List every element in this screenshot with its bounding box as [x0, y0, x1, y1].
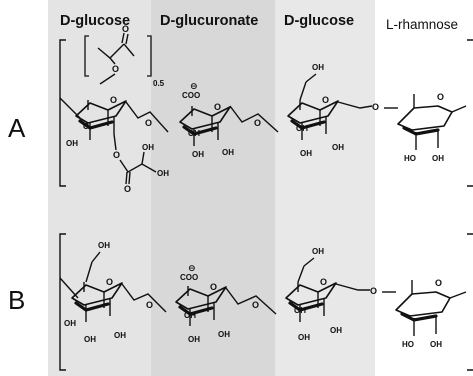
glucose-2b-oh-1: OH: [294, 306, 306, 315]
acetyl-ester-o: O: [112, 64, 119, 74]
header-l-rhamnose: L-rhamnose: [386, 17, 459, 32]
glucuronate-ring-b: [174, 284, 228, 328]
glyceryl-o: O: [113, 150, 120, 160]
panel-d-glucose: [48, 0, 151, 376]
glucose-1-ring-b: [70, 280, 124, 324]
glucose-2-oh-6: OH: [312, 63, 324, 72]
glucuronate-oh-2: OH: [222, 148, 234, 157]
rhamnose-b-oh: OH: [430, 340, 442, 349]
glucose-1b-oh-6: OH: [98, 241, 110, 250]
panel-d-glucose-2: [275, 0, 375, 376]
header-d-glucose: D-glucose: [60, 13, 131, 29]
rhamnose-oh: OH: [432, 154, 444, 163]
rhamnose-ring-o: O: [437, 92, 444, 102]
glucose-1b-oh-4: OH: [64, 319, 76, 328]
glucuronate-ring-o: O: [214, 102, 221, 112]
glucose-1-ring-o: O: [110, 95, 117, 105]
row-b-structure: OH O OH OH OH O O COO ⊖ OH OH OH O OH O: [59, 233, 473, 371]
glucose-1b-oh-3: OH: [84, 335, 96, 344]
link-a3-o: O: [372, 102, 379, 112]
glucose-1b-oh-2: OH: [114, 331, 126, 340]
row-label-b: B: [8, 285, 26, 315]
rhamnose-b-ring-o: O: [435, 278, 442, 288]
glucose-2-oh-1: OH: [296, 124, 308, 133]
glucose-2-oh-3: OH: [300, 149, 312, 158]
glucuronate-b-ring-o: O: [210, 282, 217, 292]
rhamnose-ho: HO: [404, 154, 416, 163]
glucuronate-oh-1: OH: [188, 129, 200, 138]
link-a2-o: O: [254, 118, 261, 128]
panel-d-glucuronate: [151, 0, 275, 376]
glucose-2b-oh-3: OH: [298, 333, 310, 342]
link-b1-o: O: [146, 300, 153, 310]
link-b3-o: O: [370, 286, 377, 296]
rhamnose-ring: [396, 92, 454, 152]
glucuronate-b-oh-3: OH: [188, 335, 200, 344]
glucuronate-b-charge: ⊖: [188, 263, 196, 273]
link-b2-o: O: [252, 300, 259, 310]
glucose-2-ring-o: O: [322, 95, 329, 105]
acetyl-carbonyl-o: O: [122, 24, 129, 34]
glyceryl-oh-1: OH: [142, 143, 154, 152]
glucuronate-oh-3: OH: [192, 150, 204, 159]
glucose-2-oh-2: OH: [332, 143, 344, 152]
glucose-1-oh-left: OH: [66, 139, 78, 148]
glucose-2-ring: [286, 98, 340, 142]
header-d-glucose-2: D-glucose: [284, 13, 355, 29]
glucuronate-ring: [178, 104, 232, 148]
header-d-glucuronate: D-glucuronate: [160, 13, 259, 29]
acetyl-subscript: 0.5: [153, 79, 165, 88]
row-a-structure: 0.5 O O O OH O O O OH OH: [59, 24, 473, 194]
glucose-1b-ring-o: O: [106, 277, 113, 287]
glucuronate-b-oh-1: OH: [184, 311, 196, 320]
glucuronate-charge: ⊖: [190, 81, 198, 91]
glucuronate-coo: COO: [182, 91, 200, 100]
glucose-2b-ring-o: O: [320, 277, 327, 287]
glyceryl-carbonyl-o: O: [124, 184, 131, 194]
glucuronate-b-oh-2: OH: [218, 330, 230, 339]
glucose-2b-oh-2: OH: [330, 326, 342, 335]
glucose-1-oh-top: O: [83, 122, 89, 131]
glucuronate-b-coo: COO: [180, 273, 198, 282]
row-label-a: A: [8, 113, 26, 143]
glucose-1-ring: [74, 98, 128, 142]
glucose-2-ring-b: [284, 280, 338, 324]
glyceryl-oh-2: OH: [157, 169, 169, 178]
glucose-2b-oh-6: OH: [312, 247, 324, 256]
rhamnose-b-ho: HO: [402, 340, 414, 349]
rhamnose-ring-b: [394, 278, 452, 338]
link-a1-o: O: [145, 118, 152, 128]
